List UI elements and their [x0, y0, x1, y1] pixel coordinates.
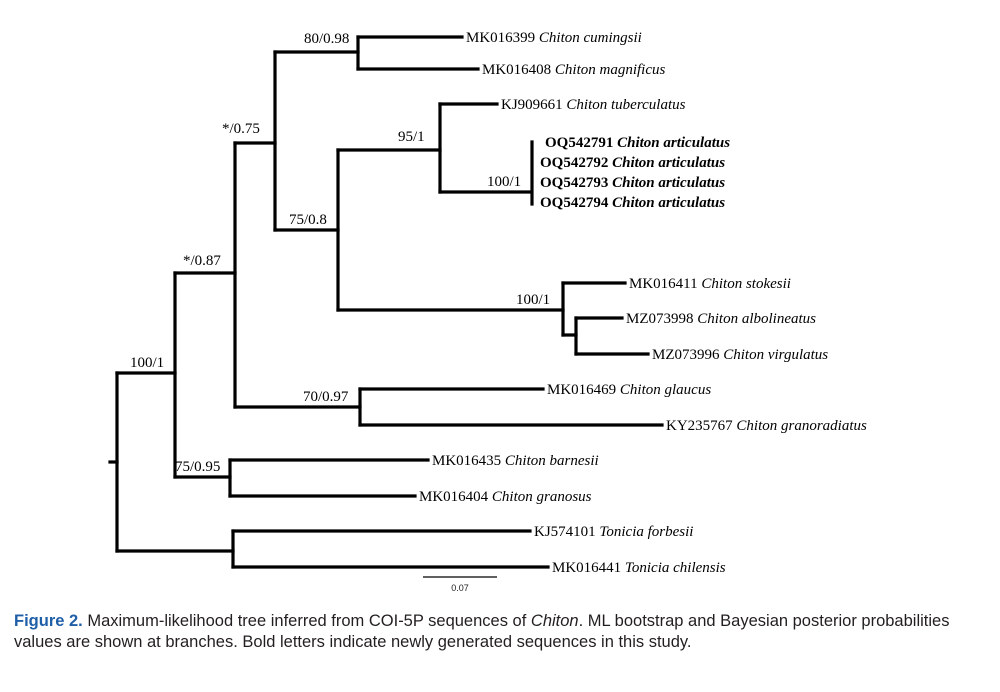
caption-genus: Chiton [530, 612, 579, 630]
caption-text-before: Maximum-likelihood tree inferred from CO… [82, 612, 531, 630]
tip-species: Chiton articulatus [612, 155, 725, 171]
tip-label: MK016408 Chiton magnificus [482, 62, 666, 78]
tip-species: Chiton magnificus [555, 62, 666, 78]
tip-species: Chiton stokesii [701, 276, 791, 292]
tip-accession: OQ542793 [540, 175, 608, 191]
scale-bar-label: 0.07 [451, 583, 469, 593]
tip-accession: MK016411 [629, 276, 698, 292]
tip-accession: OQ542794 [540, 195, 609, 211]
tip-species: Chiton barnesii [505, 453, 599, 469]
tip-accession: KJ909661 [501, 97, 563, 113]
support-values: 100/1 */0.87 */0.75 80/0.98 75/0.8 95/1 … [130, 31, 550, 475]
tip-species: Chiton articulatus [612, 195, 725, 211]
support-root: 100/1 [130, 355, 164, 371]
tip-accession: MK016404 [419, 489, 489, 505]
tip-accession: MZ073996 [652, 347, 720, 363]
tip-label: MK016469 Chiton glaucus [547, 382, 711, 398]
tip-label: OQ542792 Chiton articulatus [540, 155, 725, 171]
tip-accession: MK016441 [552, 560, 621, 576]
tip-label: OQ542793 Chiton articulatus [540, 175, 725, 191]
tip-label: MK016441 Tonicia chilensis [552, 560, 726, 576]
tip-species: Chiton albolineatus [697, 311, 816, 327]
tip-species: Chiton virgulatus [723, 347, 828, 363]
tip-label: MZ073998 Chiton albolineatus [626, 311, 816, 327]
tip-label: KY235767 Chiton granoradiatus [666, 418, 867, 434]
support-n1: */0.87 [183, 253, 221, 269]
tip-species: Tonicia chilensis [625, 560, 726, 576]
tip-species: Tonicia forbesii [599, 524, 693, 540]
support-n4: 75/0.8 [289, 212, 327, 228]
support-barnesii-clade: 75/0.95 [175, 459, 220, 475]
tip-accession: OQ542791 [545, 135, 613, 151]
tip-accession: KJ574101 [534, 524, 596, 540]
tip-label: OQ542794 Chiton articulatus [540, 195, 725, 211]
tip-accession: MK016469 [547, 382, 616, 398]
tip-label: OQ542791 Chiton articulatus [545, 135, 730, 151]
support-stokesii-clade: 100/1 [516, 292, 550, 308]
figure-label: Figure 2. [14, 612, 83, 630]
tip-accession: MK016435 [432, 453, 501, 469]
caption-text-after: . ML bootstrap and Bayesian posterior pr… [14, 612, 950, 651]
tip-species: Chiton tuberculatus [566, 97, 685, 113]
tree-branches [108, 35, 664, 569]
tip-label: MK016435 Chiton barnesii [432, 453, 599, 469]
support-glaucus-clade: 70/0.97 [303, 389, 349, 405]
support-tuberculatus-clade: 95/1 [398, 129, 425, 145]
support-articulatus-clade: 100/1 [487, 174, 521, 190]
tip-species: Chiton articulatus [612, 175, 725, 191]
scale-bar: 0.07 [423, 576, 497, 593]
tip-species: Chiton glaucus [620, 382, 711, 398]
tip-labels: MK016399 Chiton cumingsii MK016408 Chito… [419, 30, 867, 576]
tip-label: MZ073996 Chiton virgulatus [652, 347, 828, 363]
tip-species: Chiton cumingsii [539, 30, 642, 46]
support-magnificus-clade: 80/0.98 [304, 31, 349, 47]
tip-accession: MZ073998 [626, 311, 694, 327]
tip-accession: OQ542792 [540, 155, 608, 171]
tip-label: KJ574101 Tonicia forbesii [534, 524, 693, 540]
support-n2: */0.75 [222, 121, 260, 137]
tip-label: MK016411 Chiton stokesii [629, 276, 791, 292]
tip-species: Chiton granosus [492, 489, 592, 505]
tip-species: Chiton granoradiatus [736, 418, 867, 434]
tip-accession: MK016408 [482, 62, 551, 78]
tip-accession: KY235767 [666, 418, 733, 434]
tip-label: KJ909661 Chiton tuberculatus [501, 97, 686, 113]
figure-caption: Figure 2. Maximum-likelihood tree inferr… [14, 611, 989, 653]
tip-label: MK016404 Chiton granosus [419, 489, 592, 505]
tip-accession: MK016399 [466, 30, 535, 46]
phylogenetic-tree: 100/1 */0.87 */0.75 80/0.98 75/0.8 95/1 … [108, 30, 867, 593]
tip-label: MK016399 Chiton cumingsii [466, 30, 642, 46]
tip-species: Chiton articulatus [617, 135, 730, 151]
